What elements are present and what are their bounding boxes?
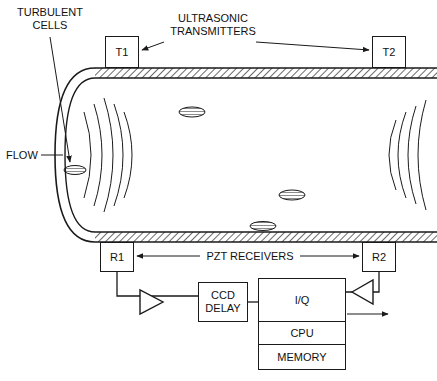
part-label-text: TURBULENT CELLS	[17, 6, 83, 31]
part-label-text: ULTRASONIC TRANSMITTERS	[170, 12, 256, 37]
processor-box: I/Q	[258, 278, 346, 322]
delay-box: CCD DELAY	[198, 282, 248, 322]
box-label: CCD DELAY	[202, 289, 244, 315]
box-label: CPU	[290, 327, 313, 340]
part-label-text: FLOW	[6, 149, 38, 161]
part-label-text: PZT RECEIVERS	[206, 250, 293, 262]
box-label: T1	[116, 46, 129, 59]
turbulent-cell	[64, 107, 305, 231]
part-label: PZT RECEIVERS	[160, 250, 340, 263]
ultrasonic-waves	[84, 98, 426, 212]
processor-box: CPU	[258, 321, 346, 345]
box-label: R1	[110, 251, 124, 264]
part-label: TURBULENT CELLS	[10, 6, 90, 32]
part-label: ULTRASONIC TRANSMITTERS	[148, 12, 278, 38]
part-label: FLOW	[6, 149, 46, 162]
pipe-walls	[55, 68, 437, 242]
leader-lines	[41, 37, 388, 314]
receiver-box: R1	[100, 242, 134, 272]
signal-wire	[248, 301, 258, 302]
transmitter-box: T2	[372, 36, 406, 68]
transmitter-box: T1	[105, 36, 139, 68]
box-label: T2	[383, 46, 396, 59]
memory-box: MEMORY	[258, 344, 346, 370]
receiver-box: R2	[362, 242, 396, 272]
signal-wire	[117, 272, 198, 296]
box-label: R2	[372, 251, 386, 264]
box-label: I/Q	[295, 294, 310, 307]
box-label: MEMORY	[277, 351, 326, 364]
